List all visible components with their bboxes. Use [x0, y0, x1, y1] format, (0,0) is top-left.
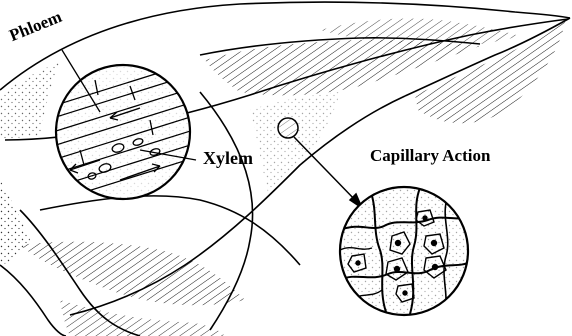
capillary-action-label: Capillary Action	[370, 146, 490, 166]
xylem-label: Xylem	[203, 148, 253, 169]
capillary-source-spot	[278, 118, 298, 138]
vascular-magnified-view	[40, 60, 200, 206]
capillary-magnified-view	[340, 187, 470, 315]
magnify-arrow	[294, 137, 362, 208]
